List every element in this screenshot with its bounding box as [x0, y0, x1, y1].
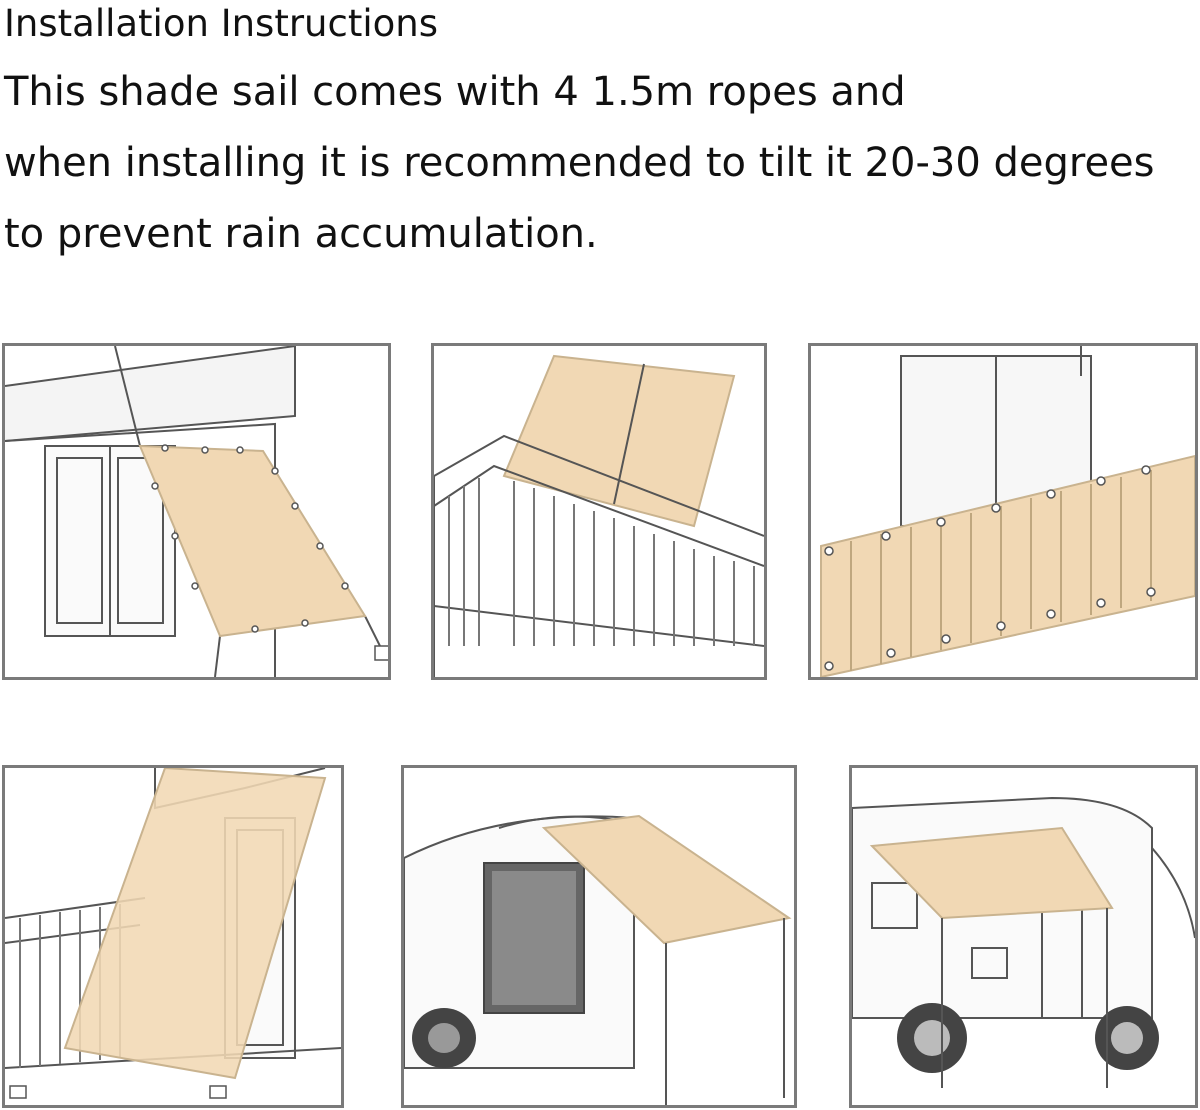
instructions-line-1: This shade sail comes with 4 1.5m ropes …: [4, 69, 906, 115]
illustration-facade-sail: [2, 343, 391, 680]
illustration-van-awning: [401, 765, 797, 1108]
instructions-line-3: to prevent rain accumulation.: [4, 211, 598, 257]
balcony-fence-screen-drawing: [820, 346, 1195, 677]
illustration-terrace-sail: [2, 765, 344, 1108]
motorhome-awning-drawing: [852, 796, 1195, 1088]
terrace-sail-drawing: [5, 768, 341, 1099]
instructions-title: Installation Instructions: [4, 2, 438, 45]
facade-sail-drawing: [5, 346, 388, 677]
instructions-line-2: when installing it is recommended to til…: [4, 140, 1155, 186]
van-awning-drawing: [404, 814, 792, 1105]
illustration-balcony-tilted-sail: [431, 343, 767, 680]
balcony-tilted-sail-drawing: [434, 354, 764, 677]
illustration-balcony-fence-screen: [808, 343, 1198, 680]
illustration-motorhome-awning: [849, 765, 1198, 1108]
